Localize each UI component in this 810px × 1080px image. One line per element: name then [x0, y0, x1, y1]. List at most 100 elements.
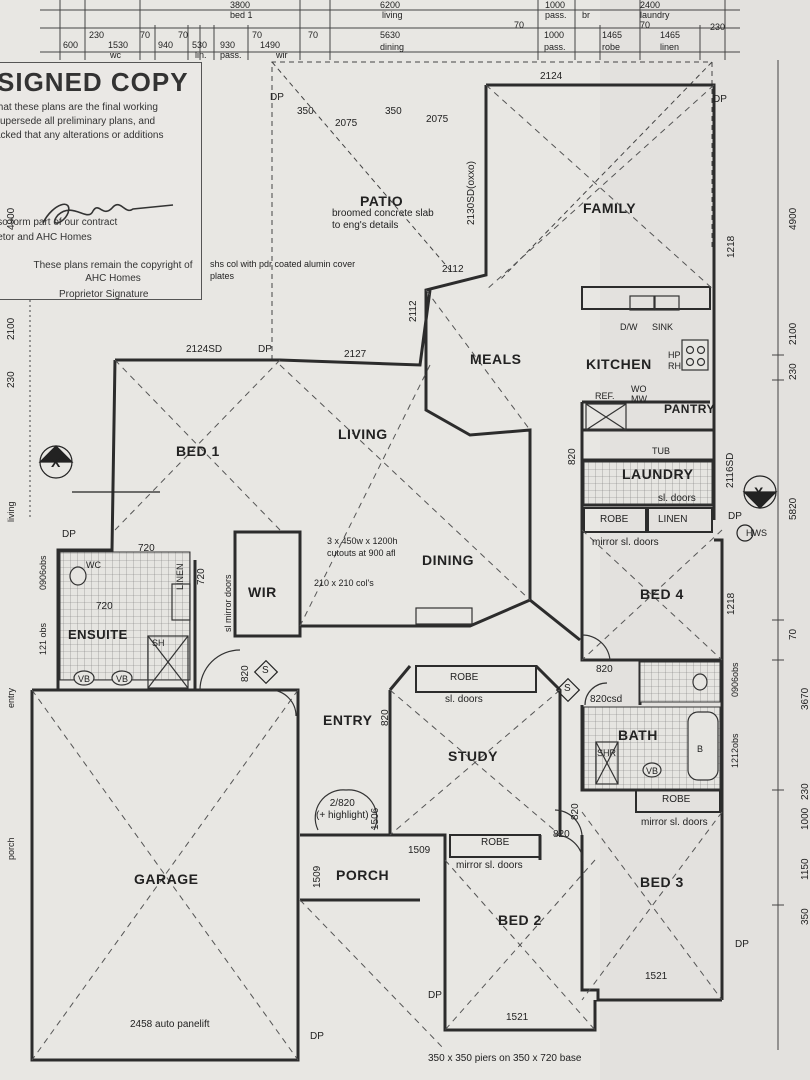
- room-living: LIVING: [338, 426, 388, 442]
- dp-label-bed1: DP: [258, 344, 272, 355]
- room-bed1: BED 1: [176, 443, 220, 459]
- dim-1465b: 1465: [660, 30, 681, 40]
- hp-label: HP: [668, 350, 681, 360]
- dim-940: 940: [158, 40, 174, 50]
- robe-bed4: ROBE: [600, 514, 629, 525]
- tub-label: TUB: [652, 446, 670, 456]
- dim-230: 230: [89, 30, 105, 40]
- dim-820csd: 820csd: [590, 694, 623, 705]
- dim-0906obs-bath: 0906obs: [730, 662, 740, 697]
- signed-copy-stamp: SIGNED COPY that these plans are the fin…: [0, 62, 202, 300]
- signature-label: Proprietor Signature: [59, 289, 149, 300]
- dim-1521-bed3: 1521: [645, 971, 668, 982]
- womw-label: WO MW: [631, 384, 647, 404]
- hws-label: HWS: [746, 528, 767, 538]
- dim-2124sd: 2124SD: [186, 344, 223, 355]
- top-dimension-lines: [40, 0, 740, 60]
- dim-0906obs-ensuite: 0906obs: [38, 555, 48, 590]
- wc-tiles: [639, 661, 721, 703]
- fixtures: [69, 295, 719, 785]
- linen-label: LINEN: [658, 514, 688, 525]
- entry-door-note: 2/820 (+ highlight): [316, 798, 369, 821]
- dim-pass-top: pass.: [545, 10, 567, 20]
- dim-70d: 70: [308, 30, 319, 40]
- dim-pass: pass.: [220, 50, 242, 60]
- dim-70b: 70: [178, 30, 189, 40]
- vb-ensuite-right: VB: [116, 674, 129, 684]
- room-meals: MEALS: [470, 351, 522, 367]
- patio-note: broomed concrete slab to eng's details: [332, 208, 434, 231]
- section-markers: [38, 445, 778, 703]
- wc-label: WC: [86, 560, 101, 570]
- copyright-note: These plans remain the copyright of AHC …: [33, 260, 193, 284]
- right-dim-2100: 2100: [788, 322, 799, 345]
- dim-3800: 3800: [230, 0, 251, 10]
- dim-2400: 2400: [640, 0, 661, 10]
- dim-1509-porch: 1509: [408, 845, 431, 856]
- left-dim-230: 230: [6, 371, 17, 388]
- mirror-doors-bed4: mirror sl. doors: [592, 537, 659, 548]
- right-dim-3670: 3670: [800, 687, 810, 710]
- robe-bed3: ROBE: [662, 794, 691, 805]
- s-marker-wir: S: [262, 665, 269, 676]
- dim-70e: 70: [514, 20, 525, 30]
- panelift-note: 2458 auto panelift: [130, 1019, 210, 1030]
- robe-bed2: ROBE: [481, 837, 510, 848]
- dw-label: D/W: [620, 322, 638, 332]
- room-kitchen: KITCHEN: [586, 356, 652, 372]
- dim-dining: dining: [380, 42, 405, 52]
- dim-6200: 6200: [380, 0, 401, 10]
- dim-linen: linen: [660, 42, 680, 52]
- mirror-doors-bed2: mirror sl. doors: [456, 860, 523, 871]
- dim-1212obs: 1212obs: [730, 733, 740, 768]
- dim-br: br: [582, 10, 591, 20]
- right-dim-5820: 5820: [788, 497, 799, 520]
- dim-pass2: pass.: [544, 42, 566, 52]
- dim-1509-side: 1509: [312, 865, 323, 888]
- dim-2116sd: 2116SD: [725, 452, 736, 488]
- dim-2075-right: 2075: [426, 114, 449, 125]
- cols-note: 210 x 210 col's: [314, 578, 374, 588]
- dp-label-bed2: DP: [428, 990, 442, 1001]
- dim-2127: 2127: [344, 349, 367, 360]
- right-dim-1150: 1150: [800, 858, 810, 880]
- bath-b-label: B: [697, 744, 704, 754]
- laundry-sl-doors: sl. doors: [658, 493, 696, 504]
- dim-1465a: 1465: [602, 30, 623, 40]
- dim-1218-family: 1218: [726, 235, 737, 258]
- dim-720-ensuite: 720: [138, 543, 155, 554]
- dim-laundry: laundry: [640, 10, 670, 20]
- room-bed2: BED 2: [498, 912, 542, 928]
- dim-1490: 1490: [260, 40, 281, 50]
- dim-1218-bed4: 1218: [726, 592, 737, 615]
- dim-820-bed4: 820: [596, 664, 613, 675]
- room-dining: DINING: [422, 552, 474, 568]
- room-patio: PATIO: [360, 193, 404, 209]
- rh-label: RH: [668, 361, 681, 371]
- right-dim-230b: 230: [800, 783, 810, 800]
- cutouts-note: 3 x 450w x 1200h cutouts at 900 afl: [327, 536, 398, 558]
- dim-820-wir: 820: [240, 665, 251, 682]
- sh-label: SH: [152, 638, 165, 648]
- linen-ensuite: LINEN: [175, 563, 185, 590]
- proprietor-signature-image: [42, 203, 174, 224]
- robe-study: ROBE: [450, 672, 479, 683]
- dp-label-bed3: DP: [735, 939, 749, 950]
- left-dim-4900: 4900: [6, 207, 17, 230]
- room-laundry: LAUNDRY: [622, 466, 694, 482]
- dim-2075-left: 2075: [335, 118, 358, 129]
- dim-820-bed3-side: 820: [570, 803, 581, 820]
- sl-mirror-doors: sl mirror doors: [223, 574, 233, 632]
- dim-820-bed3: 820: [553, 829, 570, 840]
- dp-label-ensuite: DP: [62, 529, 76, 540]
- room-bed4: BED 4: [640, 586, 684, 602]
- dp-label-bed4: DP: [728, 511, 742, 522]
- right-dimension-lines: [29, 60, 784, 1050]
- patio-outline: [271, 61, 713, 360]
- piers-note: 350 x 350 piers on 350 x 720 base: [428, 1053, 582, 1064]
- dim-wc: wc: [110, 50, 121, 60]
- side-porch-label: porch: [6, 837, 16, 860]
- stamp-title: SIGNED COPY: [0, 67, 189, 97]
- dim-2112-side: 2112: [408, 300, 419, 322]
